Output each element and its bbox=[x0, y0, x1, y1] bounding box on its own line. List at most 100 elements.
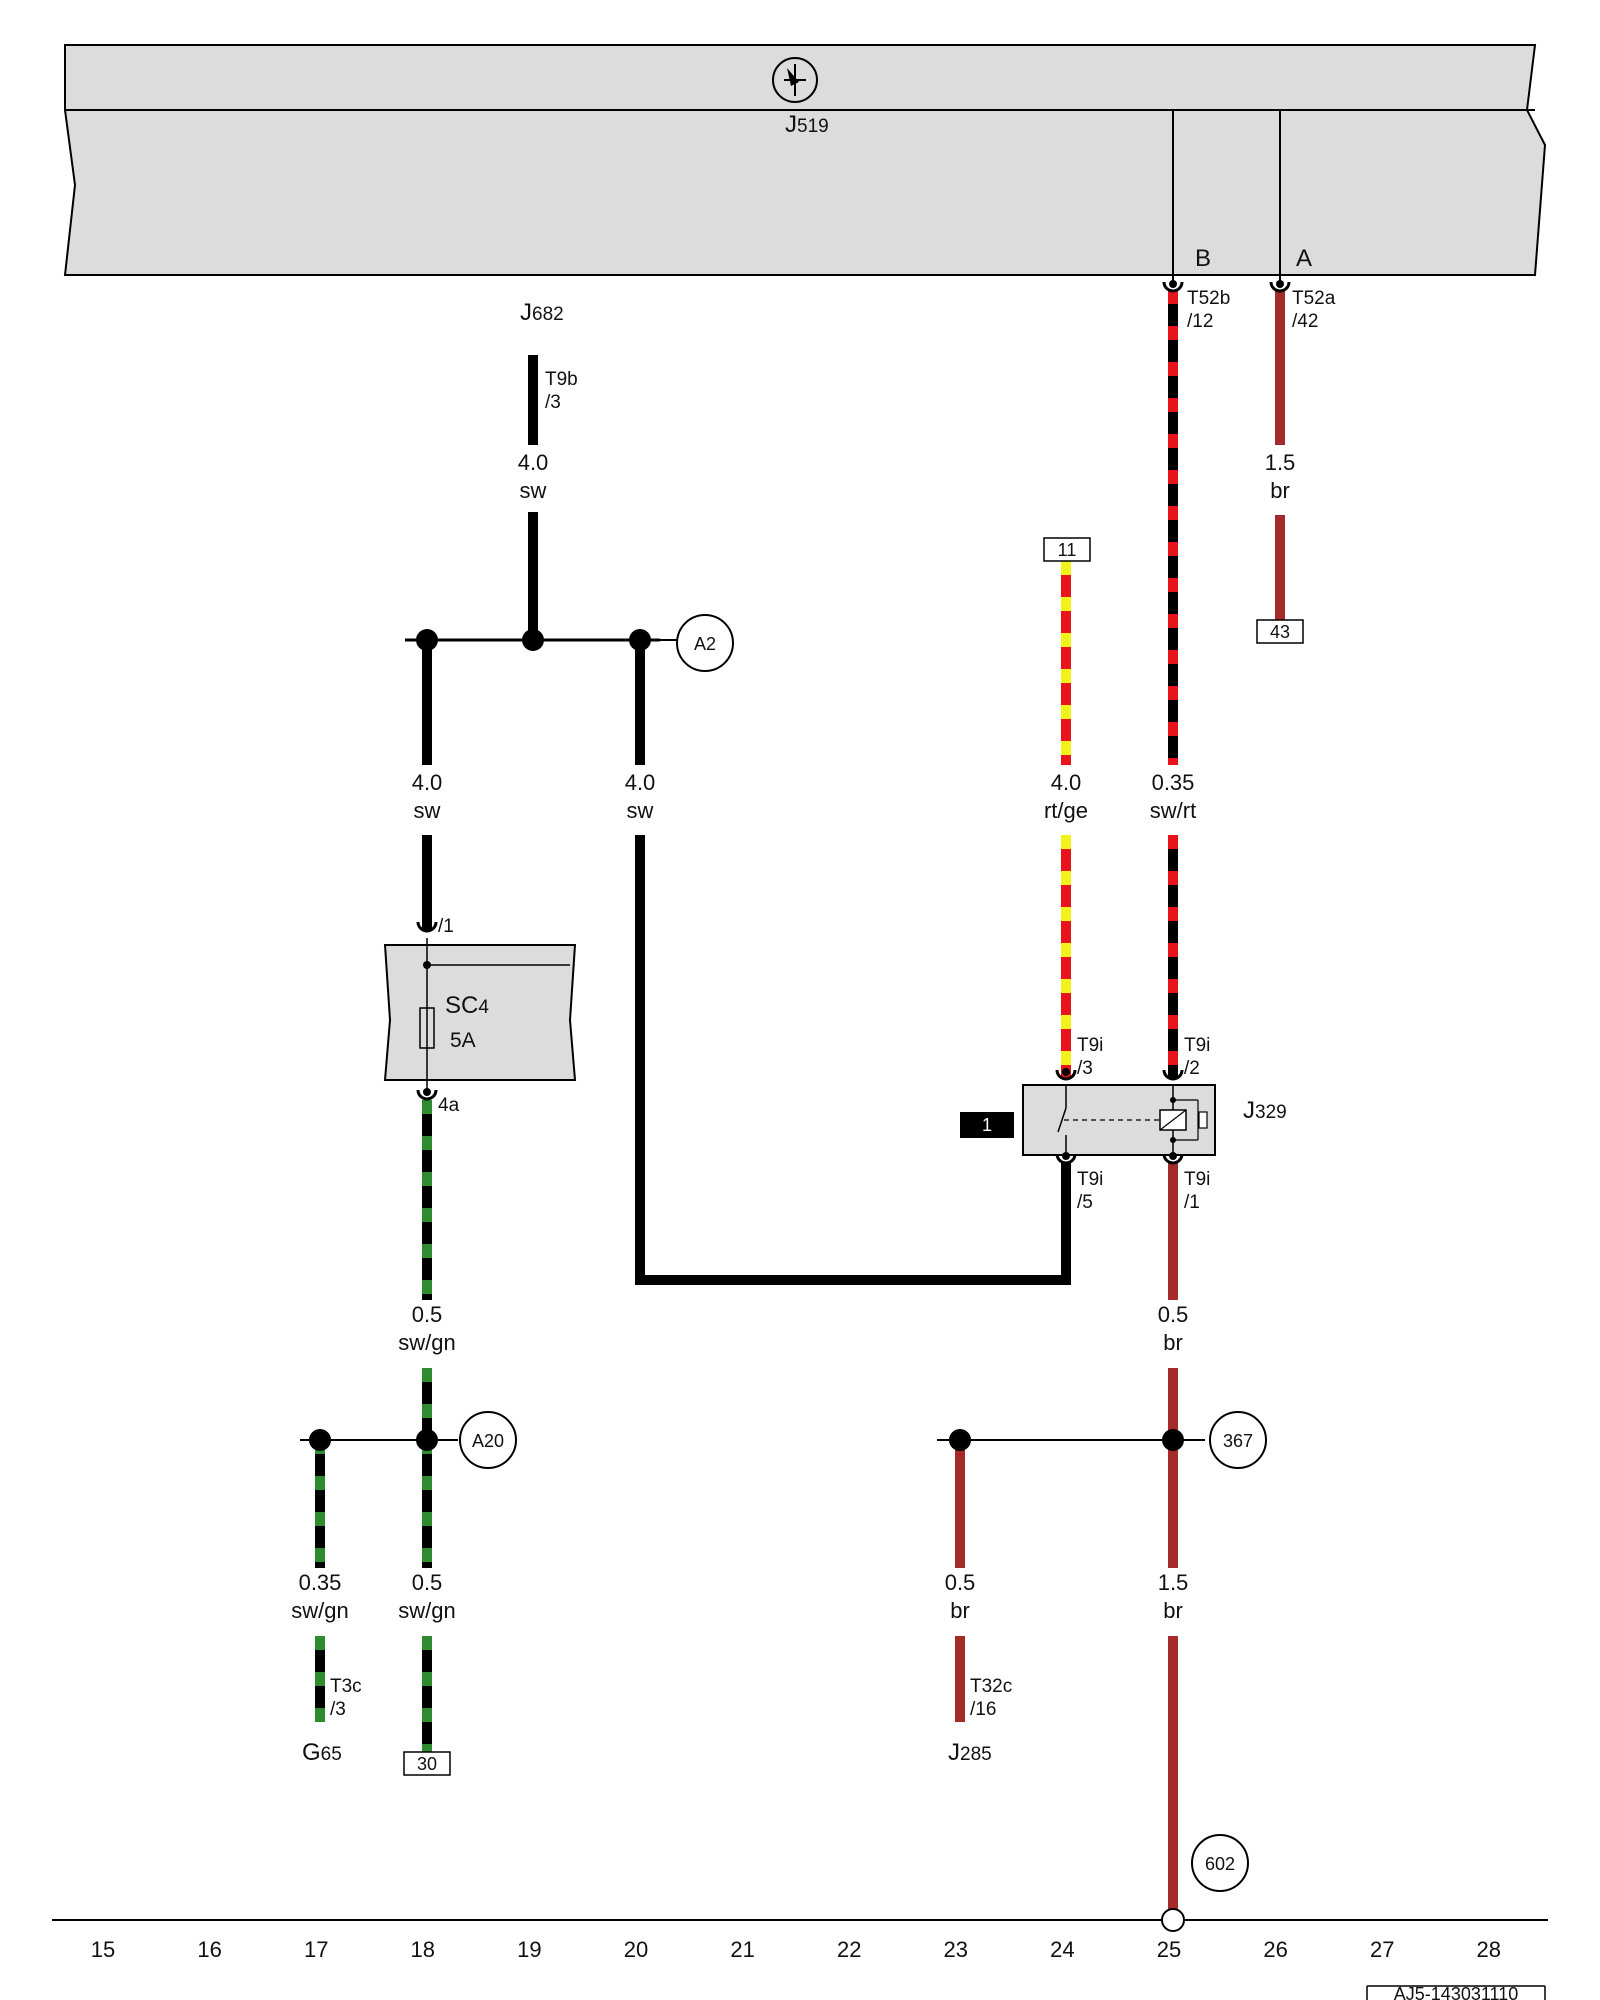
wire-color-br-bot: br bbox=[1163, 1598, 1183, 1623]
wire-color-g65: sw/gn bbox=[291, 1598, 348, 1623]
axis-number: 21 bbox=[730, 1937, 754, 1962]
pin-symbol-t9i1-dot bbox=[1169, 1152, 1177, 1160]
ref-circle-a20: A20 bbox=[459, 1411, 517, 1469]
pin-t9i5-name: T9i bbox=[1077, 1169, 1103, 1190]
electronic-symbol-icon bbox=[772, 57, 818, 103]
wire-size-br-bot: 1.5 bbox=[1158, 1570, 1189, 1595]
ref-box-1-label: 1 bbox=[982, 1115, 992, 1135]
pin-symbol-sc4-out bbox=[416, 1089, 438, 1101]
wire-size-g65: 0.35 bbox=[299, 1570, 342, 1595]
wire-color-br-top: br bbox=[1270, 478, 1290, 503]
pin-t9i3-name: T9i bbox=[1077, 1035, 1103, 1056]
wire-size-swgn-30: 0.5 bbox=[412, 1570, 443, 1595]
wire-labels: 4.0 sw 4.0 sw 4.0 sw 4.0 rt/ge 0.35 sw/r… bbox=[291, 450, 1295, 1623]
ref-box-43-label: 43 bbox=[1270, 622, 1290, 642]
fuse-rating: 5A bbox=[450, 1029, 476, 1052]
wire-a2-to-relay bbox=[635, 835, 1071, 1285]
pin-symbol-t52b-dot bbox=[1169, 280, 1177, 288]
label-j682: J682 bbox=[520, 299, 564, 326]
document-id: AJ5-143031110 bbox=[1366, 1984, 1546, 2000]
label-j519: J519 bbox=[785, 111, 829, 138]
axis-number: 25 bbox=[1157, 1937, 1181, 1962]
pin-sc4-out: 4a bbox=[438, 1095, 460, 1116]
pin-t32c-name: T32c bbox=[970, 1676, 1012, 1697]
axis-number: 26 bbox=[1263, 1937, 1287, 1962]
wire-color-swgn-30: sw/gn bbox=[398, 1598, 455, 1623]
pin-t9i5-num: /5 bbox=[1077, 1192, 1093, 1213]
pin-symbol-t52a-dot bbox=[1276, 280, 1284, 288]
axis-number: 23 bbox=[944, 1937, 968, 1962]
pin-t52a-name: T52a bbox=[1292, 288, 1336, 309]
pin-t9b-name: T9b bbox=[545, 369, 578, 390]
ref-box-30: 30 bbox=[403, 1751, 451, 1776]
axis-number: 16 bbox=[197, 1937, 221, 1962]
fuse-sc4 bbox=[383, 938, 577, 1092]
ref-box-11: 11 bbox=[1043, 537, 1091, 562]
wire-size-br-mid: 0.5 bbox=[1158, 1302, 1189, 1327]
pin-t32c-num: /16 bbox=[970, 1699, 996, 1720]
junction-dots bbox=[309, 629, 1184, 1451]
ref-circle-367: 367 bbox=[1209, 1411, 1267, 1469]
pin-t3c-num: /3 bbox=[330, 1699, 346, 1720]
axis-number: 15 bbox=[91, 1937, 115, 1962]
pin-symbol-sc4-in bbox=[416, 921, 438, 933]
wire-color-rtge: rt/ge bbox=[1044, 798, 1088, 823]
pin-symbol-t52a bbox=[1269, 281, 1291, 293]
wire-color-br-mid: br bbox=[1163, 1330, 1183, 1355]
label-g65: G65 bbox=[302, 1739, 342, 1766]
wire-color-swgn-mid: sw/gn bbox=[398, 1330, 455, 1355]
axis-number: 19 bbox=[517, 1937, 541, 1962]
axis-number: 27 bbox=[1370, 1937, 1394, 1962]
pin-symbol-t9i5-dot bbox=[1062, 1152, 1070, 1160]
wire-size-rtge: 4.0 bbox=[1051, 770, 1082, 795]
wire-size-swgn-mid: 0.5 bbox=[412, 1302, 443, 1327]
axis-number: 22 bbox=[837, 1937, 861, 1962]
pin-t9i1-num: /1 bbox=[1184, 1192, 1200, 1213]
connector-letter-a: A bbox=[1296, 245, 1312, 272]
document-id-label: AJ5-143031110 bbox=[1394, 1984, 1518, 2000]
pin-t52a-num: /42 bbox=[1292, 311, 1318, 332]
pin-symbol-t9i3 bbox=[1055, 1069, 1077, 1081]
label-sc4: SC4 bbox=[445, 992, 489, 1019]
pin-symbol-t52b bbox=[1162, 281, 1184, 293]
axis-number: 24 bbox=[1050, 1937, 1074, 1962]
wire-color-sc4-in: sw bbox=[414, 798, 441, 823]
label-j329: J329 bbox=[1243, 1097, 1287, 1124]
pin-t9i1-name: T9i bbox=[1184, 1169, 1210, 1190]
pin-t9i3-num: /3 bbox=[1077, 1058, 1093, 1079]
ground-rail bbox=[52, 1908, 1548, 1932]
connector-letter-b: B bbox=[1195, 245, 1211, 272]
control-unit-j519 bbox=[63, 44, 1547, 282]
pin-t9i2-num: /2 bbox=[1184, 1058, 1200, 1079]
pin-t52b-name: T52b bbox=[1187, 288, 1230, 309]
ref-circle-602: 602 bbox=[1191, 1834, 1249, 1892]
axis-number: 18 bbox=[411, 1937, 435, 1962]
grid-axis: 15 16 17 18 19 20 21 22 23 24 25 26 27 28 bbox=[91, 1937, 1501, 1962]
pin-sc4-in: /1 bbox=[438, 916, 454, 937]
wire-size-br-top: 1.5 bbox=[1265, 450, 1296, 475]
axis-number: 28 bbox=[1477, 1937, 1501, 1962]
ref-circle-a2: A2 bbox=[676, 614, 734, 672]
wire-size-j285: 0.5 bbox=[945, 1570, 976, 1595]
wire-size-sc4-in: 4.0 bbox=[412, 770, 443, 795]
pin-symbol-t9i2-dot bbox=[1169, 1068, 1177, 1076]
ref-circle-602-label: 602 bbox=[1205, 1854, 1235, 1874]
wire-size-j682: 4.0 bbox=[518, 450, 549, 475]
wire-color-j682: sw bbox=[520, 478, 547, 503]
pin-t52b-num: /12 bbox=[1187, 311, 1213, 332]
pin-symbol-t9i3-dot bbox=[1062, 1068, 1070, 1076]
wire-color-a2: sw bbox=[627, 798, 654, 823]
ref-box-30-label: 30 bbox=[417, 1754, 437, 1774]
pin-symbol-t9i5 bbox=[1055, 1153, 1077, 1165]
ref-box-11-label: 11 bbox=[1058, 540, 1077, 560]
pin-labels: T52b /12 T52a /42 T9b /3 /1 4a T9i /3 T9… bbox=[330, 288, 1336, 1720]
ref-circle-a2-label: A2 bbox=[694, 634, 716, 654]
wire-size-swrt: 0.35 bbox=[1152, 770, 1195, 795]
pin-t9b-num: /3 bbox=[545, 392, 561, 413]
pin-symbol-sc4-in-dot bbox=[423, 920, 431, 928]
axis-number: 17 bbox=[304, 1937, 328, 1962]
wire-size-a2: 4.0 bbox=[625, 770, 656, 795]
relay-j329 bbox=[1022, 1084, 1216, 1156]
pin-symbol-t9i2 bbox=[1162, 1069, 1184, 1081]
axis-number: 20 bbox=[624, 1937, 648, 1962]
